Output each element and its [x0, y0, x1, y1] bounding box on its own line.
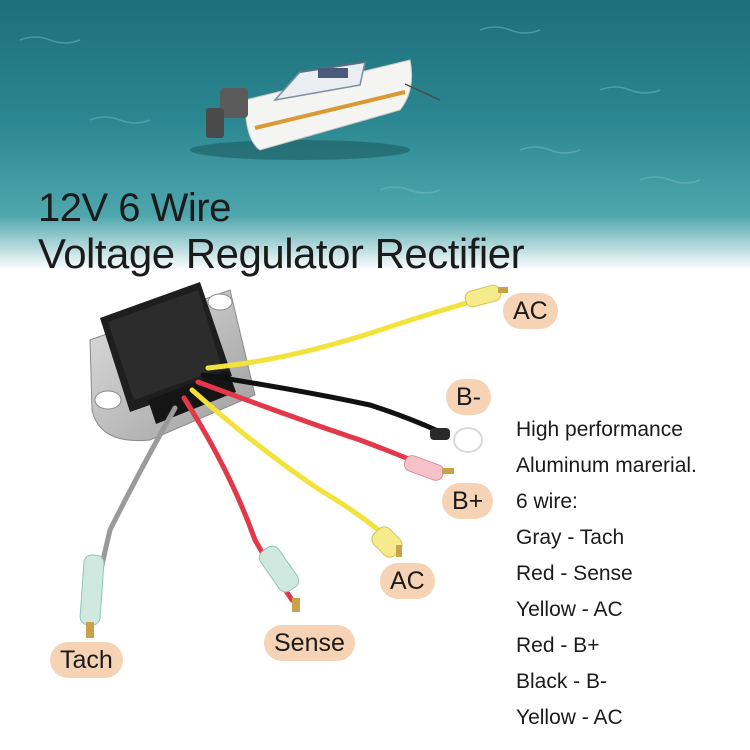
spec-line: 6 wire: [516, 490, 578, 513]
spec-line: Red - B+ [516, 634, 600, 657]
spec-line: Aluminum marerial. [516, 454, 697, 477]
spec-line: Yellow - AC [516, 706, 623, 729]
spec-line: High performance [516, 418, 683, 441]
wire-yellow-ac-top [205, 295, 488, 371]
label-tach: Tach [50, 642, 123, 678]
wire-red-b-plus [195, 379, 433, 471]
regulator-rectifier-module [89, 282, 256, 442]
spec-line: Gray - Tach [516, 526, 625, 549]
label-ac-top: AC [503, 293, 558, 329]
connectors [79, 284, 508, 638]
label-b-minus: B- [446, 379, 491, 415]
spec-line: Yellow - AC [516, 598, 623, 621]
wire-yellow-ac-bottom [189, 387, 398, 548]
sea-background [0, 0, 750, 270]
spec-line: Black - B- [516, 670, 608, 693]
spec-list: High performance Aluminum marerial. 6 wi… [516, 412, 746, 736]
title-line-2: Voltage Regulator Rectifier [38, 230, 525, 277]
label-ac-bottom: AC [380, 563, 435, 599]
label-sense: Sense [264, 625, 355, 661]
boat [190, 59, 441, 160]
title-line-1: 12V 6 Wire [38, 186, 231, 230]
label-b-plus: B+ [442, 483, 494, 519]
wire-black-b-minus [200, 372, 443, 435]
spec-line: Red - Sense [516, 562, 633, 585]
water-ripples [19, 26, 701, 194]
